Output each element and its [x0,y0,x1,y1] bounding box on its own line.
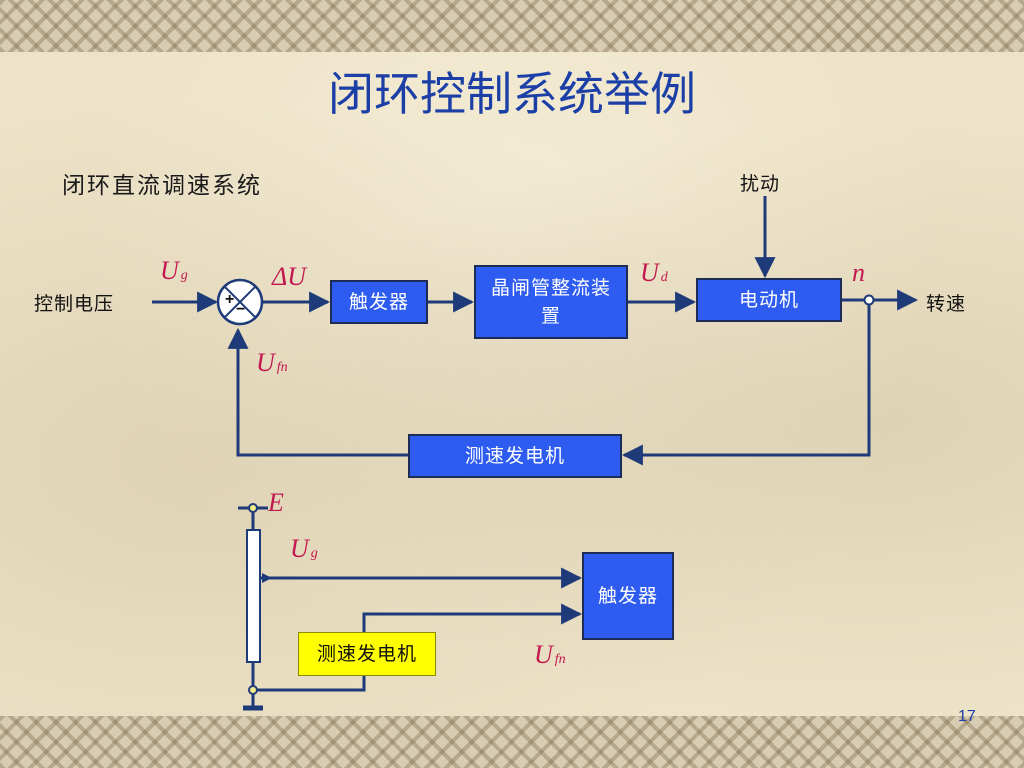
ground-node [248,685,258,695]
e-node [248,503,258,513]
sum-minus-sign: − [236,301,246,318]
sum-plus-sign: + [225,291,235,308]
bottom-border-pattern [0,716,1024,768]
input-label: 控制电压 [34,293,115,315]
disturbance-label: 扰动 [740,173,781,195]
page-number: 17 [958,708,976,725]
output-label: 转速 [926,293,967,315]
wire-ground-loop [253,676,366,692]
trigger-block: 触发器 [330,280,428,324]
signal-e: E [268,488,284,517]
signal-delta-u: ΔU [272,262,307,291]
wire-feedback-down [621,300,871,466]
potentiometer [246,529,261,663]
slide-subtitle: 闭环直流调速系统 [62,173,262,199]
bottom-tachogenerator-block: 测速发电机 [298,632,436,676]
top-border-pattern [0,0,1024,52]
wire-feedback-up [227,327,408,457]
slide-title: 闭环控制系统举例 [328,67,696,121]
signal-n: n [852,258,865,287]
potentiometer-wiper [262,573,272,583]
tachogenerator-block: 测速发电机 [408,434,622,478]
motor-block: 电动机 [696,278,842,322]
thyristor-rectifier-block: 晶闸管整流装置 [474,265,628,339]
bottom-trigger-block: 触发器 [582,552,674,640]
output-pickoff-point [863,294,875,306]
wire-ufn-to-trigger [362,603,583,632]
